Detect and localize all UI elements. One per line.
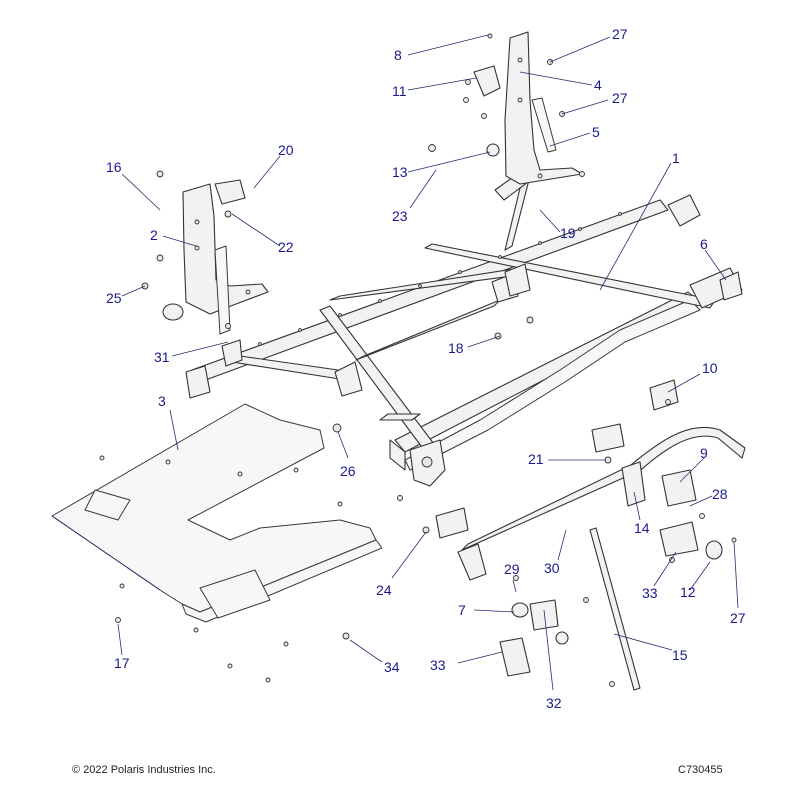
callout-33a: 33: [642, 585, 658, 601]
callout-24: 24: [376, 582, 392, 598]
callout-28: 28: [712, 486, 728, 502]
callout-14: 14: [634, 520, 650, 536]
callout-5: 5: [592, 124, 600, 140]
callout-34: 34: [384, 659, 400, 675]
callout-29: 29: [504, 561, 520, 577]
callout-6: 6: [700, 236, 708, 252]
callout-18: 18: [448, 340, 464, 356]
main-frame: [185, 171, 743, 487]
callout-21: 21: [528, 451, 544, 467]
callout-25: 25: [106, 290, 122, 306]
callout-22: 22: [278, 239, 294, 255]
linkage-assembly: [457, 426, 746, 691]
drawing-number: C730455: [678, 764, 723, 776]
callout-27a: 27: [612, 26, 628, 42]
callout-30: 30: [544, 560, 560, 576]
callout-labels: 1 2 3 4 5 6 7 8 9 10 11 12 13 14 15 16 1…: [106, 26, 746, 711]
skid-plate: [51, 403, 383, 683]
callout-23: 23: [392, 208, 408, 224]
callout-8: 8: [394, 47, 402, 63]
callout-32: 32: [546, 695, 562, 711]
callout-33b: 33: [430, 657, 446, 673]
callout-1: 1: [672, 150, 680, 166]
fastener-hardware: [115, 271, 743, 687]
right-upright-bracket: [428, 31, 585, 185]
callout-17: 17: [114, 655, 130, 671]
callout-7: 7: [458, 602, 466, 618]
callout-27b: 27: [612, 90, 628, 106]
callout-31: 31: [154, 349, 170, 365]
callout-26: 26: [340, 463, 356, 479]
callout-2: 2: [150, 227, 158, 243]
left-upright-bracket: [141, 170, 269, 335]
callout-16: 16: [106, 159, 122, 175]
callout-13: 13: [392, 164, 408, 180]
callout-20: 20: [278, 142, 294, 158]
callout-12: 12: [680, 584, 696, 600]
callout-9: 9: [700, 445, 708, 461]
callout-27c: 27: [730, 610, 746, 626]
callout-15: 15: [672, 647, 688, 663]
callout-4: 4: [594, 77, 602, 93]
copyright-notice: © 2022 Polaris Industries Inc.: [72, 764, 216, 776]
callout-10: 10: [702, 360, 718, 376]
leader-lines: [117, 34, 739, 691]
callout-19: 19: [560, 225, 576, 241]
callout-3: 3: [158, 393, 166, 409]
callout-11: 11: [392, 83, 407, 99]
